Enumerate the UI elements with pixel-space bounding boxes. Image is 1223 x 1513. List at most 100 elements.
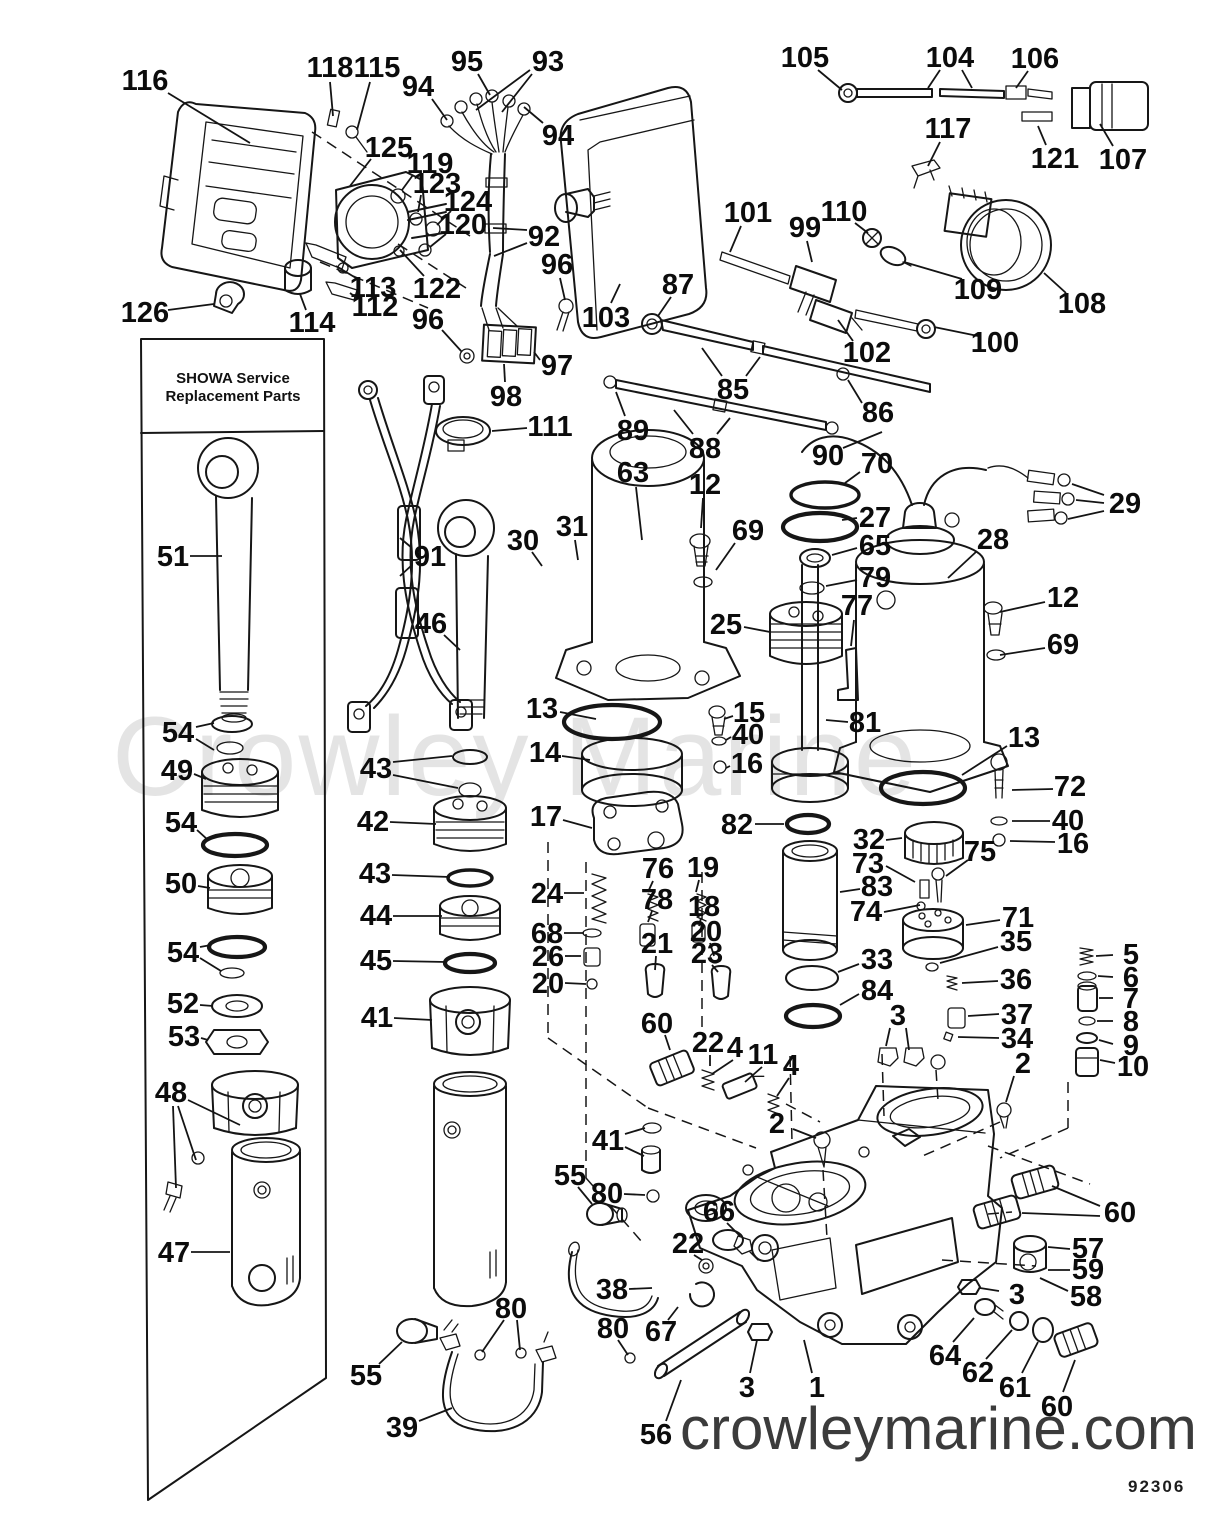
leader-line	[501, 73, 533, 113]
part-label-80: 80	[591, 1178, 623, 1210]
part-label-18: 18	[688, 891, 720, 923]
part-label-84: 84	[861, 975, 893, 1007]
leader-line	[711, 964, 719, 973]
leader-line	[985, 1329, 1013, 1360]
part-reservoir	[554, 86, 708, 339]
leader-line	[839, 888, 861, 893]
leader-line	[693, 1254, 703, 1261]
part-label-40: 40	[732, 719, 764, 751]
part-label-60: 60	[1104, 1197, 1136, 1229]
part-label-70: 70	[861, 448, 893, 480]
part-label-44: 44	[360, 900, 392, 932]
part-label-101: 101	[724, 197, 772, 229]
part-cover	[159, 101, 317, 292]
part-label-15: 15	[733, 697, 765, 729]
leader-line	[167, 92, 251, 144]
leader-line	[431, 98, 448, 121]
part-label-47: 47	[158, 1237, 190, 1269]
leader-line	[723, 715, 734, 720]
part-label-14: 14	[529, 737, 561, 769]
part-label-58: 58	[1070, 1281, 1102, 1313]
part-label-34: 34	[1001, 1023, 1033, 1055]
leader-line	[417, 194, 422, 213]
part-label-13: 13	[1008, 722, 1040, 754]
part-label-48: 48	[155, 1077, 187, 1109]
part-label-73: 73	[852, 848, 884, 880]
leader-line	[885, 837, 903, 841]
part-label-55: 55	[350, 1360, 382, 1392]
part-label-82: 82	[721, 809, 753, 841]
part-label-28: 28	[977, 524, 1009, 556]
leader-line	[927, 69, 941, 89]
part-label-68: 68	[531, 918, 563, 950]
leader-line	[957, 1036, 1000, 1039]
leader-line	[172, 1105, 177, 1189]
part-label-69: 69	[1047, 629, 1079, 661]
part-label-26: 26	[532, 941, 564, 973]
leader-line	[647, 880, 654, 893]
leader-line	[792, 1128, 817, 1139]
part-label-117: 117	[925, 113, 972, 145]
leader-line	[492, 227, 528, 231]
leader-line	[1097, 975, 1114, 978]
part-label-52: 52	[167, 988, 199, 1020]
leader-line	[1011, 788, 1054, 791]
part-label-97: 97	[541, 350, 573, 382]
leader-line	[1075, 499, 1105, 504]
part-hose-clamp	[435, 416, 491, 452]
leader-line	[854, 222, 869, 234]
leader-line	[961, 980, 999, 984]
leader-line	[743, 626, 771, 633]
part-trim-sender	[719, 251, 936, 339]
part-label-43: 43	[360, 753, 392, 785]
leader-line	[945, 859, 969, 877]
leader-line	[837, 319, 854, 342]
part-label-96: 96	[541, 249, 573, 281]
leader-line	[744, 1066, 763, 1083]
leader-line	[356, 81, 371, 131]
part-label-13: 13	[526, 693, 558, 725]
leader-line	[905, 1027, 910, 1051]
leader-line	[392, 755, 453, 763]
part-label-20: 20	[532, 968, 564, 1000]
part-cylinder-sleeve	[782, 753, 1008, 1042]
leader-line	[523, 106, 544, 124]
part-anchor-pin	[653, 1308, 751, 1380]
leader-line	[559, 711, 597, 720]
part-label-96: 96	[412, 304, 444, 336]
part-electric-motor	[801, 435, 1075, 793]
part-tilt-rod-assembly	[163, 437, 301, 1307]
part-label-107: 107	[1099, 144, 1147, 176]
part-label-54: 54	[165, 807, 197, 839]
leader-line	[200, 1037, 209, 1041]
leader-line	[695, 879, 700, 893]
leader-line	[673, 409, 694, 435]
leader-line	[635, 486, 643, 541]
part-label-24: 24	[531, 878, 563, 910]
leader-line	[493, 242, 528, 257]
part-label-121: 121	[1031, 143, 1079, 175]
leader-line	[1037, 125, 1047, 146]
part-solenoid	[334, 171, 451, 269]
construction-lines	[311, 131, 1091, 1267]
leader-line	[399, 537, 413, 549]
part-label-3: 3	[1009, 1279, 1025, 1311]
leader-line	[903, 261, 963, 280]
leader-line	[562, 819, 593, 829]
part-label-122: 122	[413, 273, 461, 305]
leader-line	[624, 1146, 645, 1157]
part-label-55: 55	[554, 1160, 586, 1192]
leader-line	[698, 917, 702, 927]
part-label-87: 87	[662, 269, 694, 301]
part-label-4: 4	[727, 1032, 743, 1064]
leader-line	[1067, 510, 1105, 520]
part-label-91: 91	[414, 541, 446, 573]
part-label-45: 45	[360, 945, 392, 977]
part-label-118: 118	[307, 52, 354, 84]
part-label-21: 21	[641, 928, 673, 960]
part-label-65: 65	[859, 530, 891, 562]
leader-line	[961, 69, 973, 89]
part-label-31: 31	[556, 511, 588, 543]
